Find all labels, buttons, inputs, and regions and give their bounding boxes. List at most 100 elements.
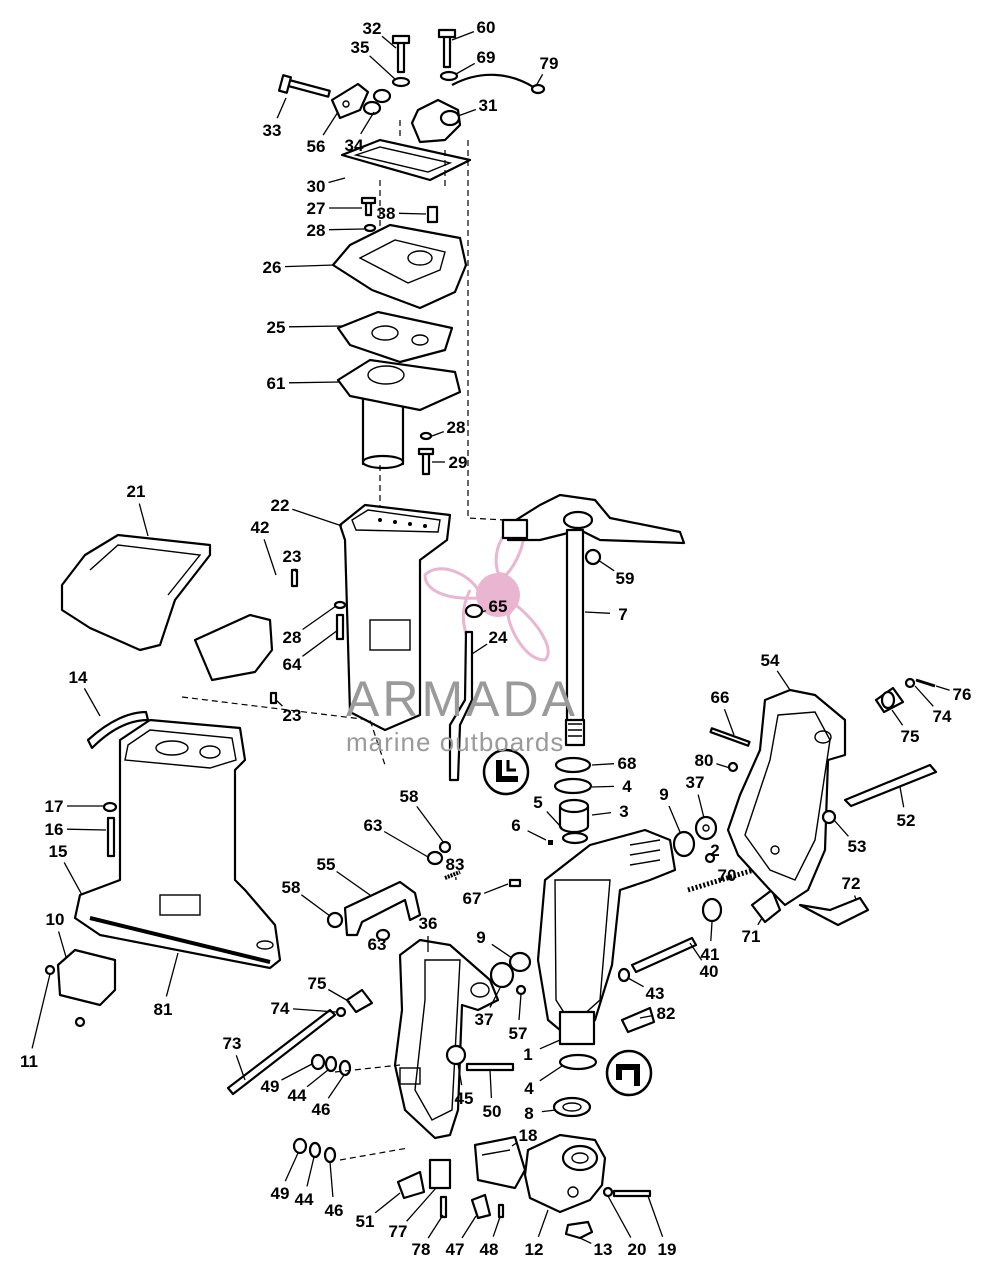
leader-38 [398,212,427,215]
callout-55: 55 [317,855,336,874]
leader-33 [276,97,287,119]
callout-15: 15 [49,842,68,861]
lower-shroud-42 [193,613,274,682]
callout-56: 56 [307,137,326,156]
callout-19: 19 [658,1240,677,1259]
callout-42: 42 [251,518,270,537]
callout-8: 8 [524,1104,533,1123]
leader-73 [235,1055,246,1081]
washer-37b [489,961,515,989]
spring-70 [687,865,761,893]
cover-plate-10 [56,948,117,1007]
callout-16: 16 [45,820,64,839]
callout-77: 77 [389,1222,408,1241]
leader-49 [281,1063,313,1081]
leader-74 [914,685,934,707]
leader-49b [284,1152,299,1182]
washer-46a [338,1059,352,1077]
pin-48 [497,1203,505,1219]
plate-56 [330,82,370,120]
leader-79 [535,73,544,87]
washer-17 [102,801,118,813]
nut-53 [821,809,837,825]
callout-27: 27 [307,199,326,218]
callout-14: 14 [69,668,88,687]
callout-80: 80 [695,751,714,770]
callout-43: 43 [646,984,665,1003]
callout-4: 4 [622,777,632,796]
callout-35: 35 [351,38,370,57]
bolt-60 [437,28,457,69]
callout-46b: 46 [325,1201,344,1220]
leader-11 [31,973,51,1049]
callout-45: 45 [455,1089,474,1108]
leader-45 [457,1063,463,1086]
callout-29: 29 [449,453,468,472]
callout-54: 54 [761,651,780,670]
callout-5: 5 [533,793,542,812]
leader-43 [627,977,644,988]
leader-80 [716,763,731,769]
callout-31: 31 [479,96,498,115]
callout-4b: 4 [524,1079,534,1098]
callout-66: 66 [711,688,730,707]
callout-67: 67 [463,889,482,908]
leader-12 [537,1209,549,1238]
screw-78 [439,1195,448,1219]
callout-57: 57 [509,1024,528,1043]
leader-30 [328,177,346,184]
callout-78: 78 [412,1240,431,1259]
bushing-75b [345,988,374,1014]
logo-hub [476,573,520,617]
lower-shroud-21 [60,533,212,652]
callout-49: 49 [261,1077,280,1096]
screw-23a [290,568,299,588]
leader-32 [381,35,397,49]
armada-watermark: ARMADA marine outboards [346,671,575,757]
nut-59 [584,548,602,566]
leader-42 [263,539,277,576]
leader-26 [284,264,335,268]
leader-53 [833,819,849,837]
exhaust-housing-22 [338,503,452,732]
leader-58b [301,894,331,917]
leader-25 [288,325,343,328]
exhaust-adapter-26 [331,223,468,310]
leader-7 [584,611,611,614]
leader-68 [591,763,615,766]
callout-65: 65 [489,597,508,616]
grommet-14 [86,710,150,750]
washer-28a [363,223,377,233]
screw-80 [727,761,739,773]
leader-5 [546,811,563,829]
leader-16 [66,828,107,831]
leader-46b [329,1161,334,1198]
steering-arm-7 [501,493,686,747]
leader-78 [427,1214,444,1239]
leader-19 [647,1195,664,1238]
callout-12: 12 [525,1240,544,1259]
leader-75 [891,709,904,726]
callout-28c: 28 [283,628,302,647]
gasket-30 [340,138,472,182]
callout-49b: 49 [271,1184,290,1203]
bolt-32 [391,34,411,74]
washer-74b [335,1006,347,1018]
callout-34: 34 [345,136,364,155]
screw-11a [44,964,56,976]
callout-72: 72 [842,874,861,893]
callout-20: 20 [628,1240,647,1259]
callout-68: 68 [618,754,637,773]
callout-23: 23 [283,547,302,566]
grease-fitting-2 [704,852,716,864]
seal-8 [552,1096,592,1118]
leader-44 [306,1069,329,1088]
callout-33: 33 [263,121,282,140]
callout-30: 30 [307,177,326,196]
leader-41 [710,921,713,942]
grommet-65 [464,603,484,619]
callout-41: 41 [701,945,720,964]
leader-28 [328,228,365,231]
leader-55 [336,870,371,896]
